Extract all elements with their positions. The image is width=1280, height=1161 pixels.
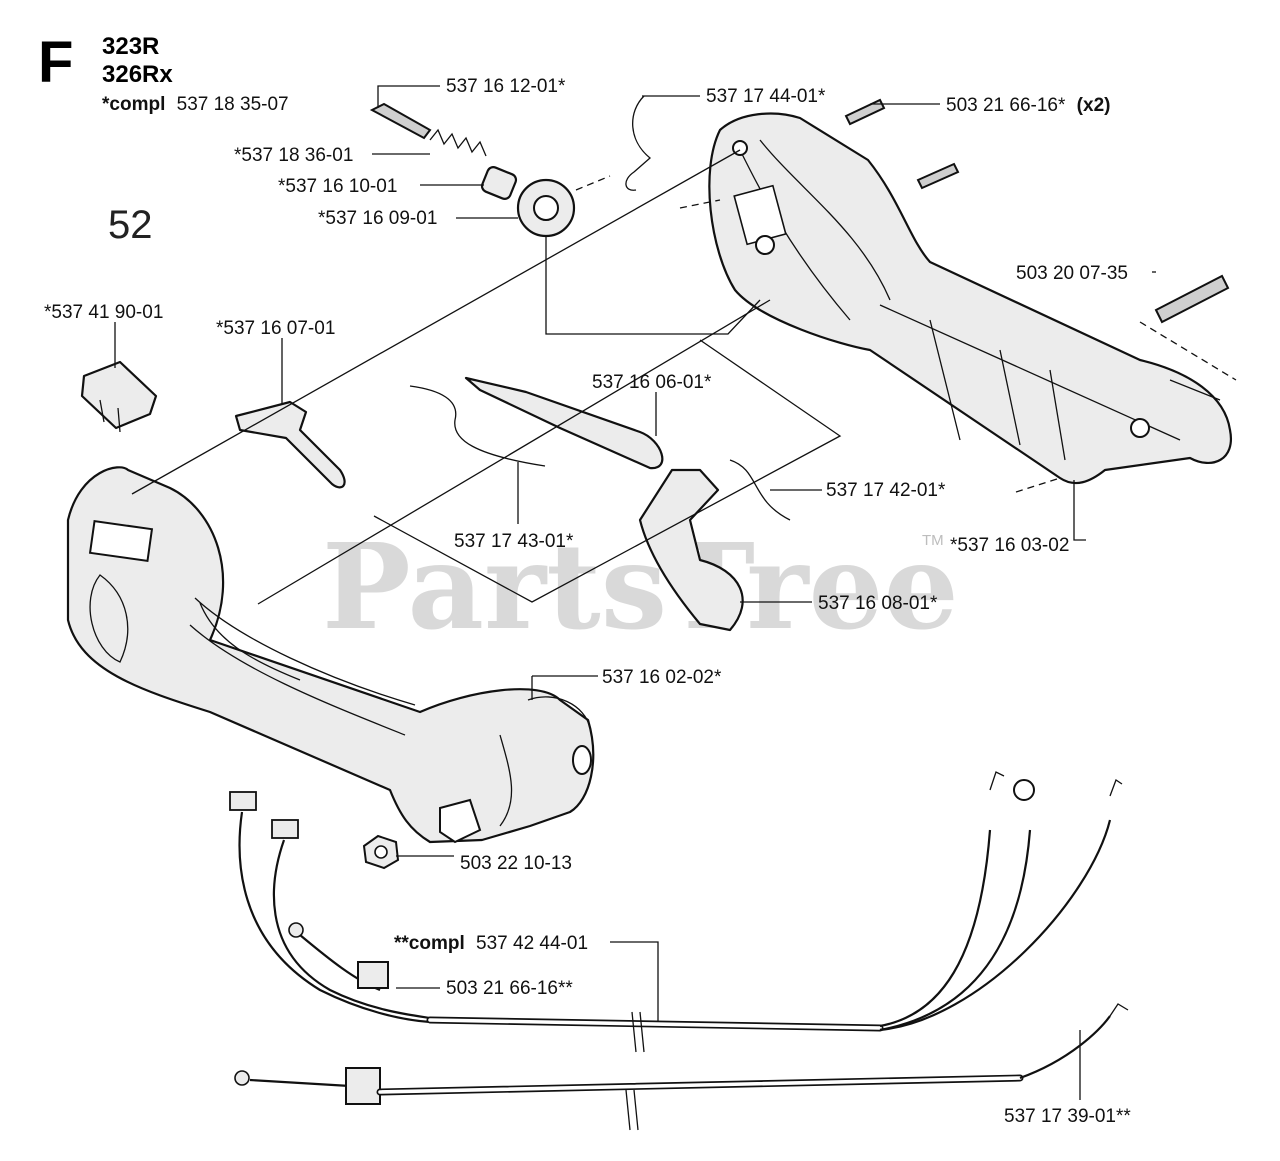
part-label-537160302: *537 16 03-02 [950, 535, 1069, 556]
part-label-537160701: *537 16 07-01 [216, 318, 335, 339]
watermark-text: PartsTree [322, 517, 959, 656]
part-label-503216616-number: 503 21 66-16* [946, 95, 1066, 116]
part-label-537424401-number: 537 42 44-01 [476, 933, 588, 954]
handle-cover-drawing [708, 112, 1233, 485]
cover-screws-drawing [844, 98, 1230, 324]
model-323r: 323R [102, 33, 159, 60]
spring-clip-drawing [625, 95, 652, 191]
part-label-503221013: 503 22 10-13 [460, 853, 572, 874]
throttle-stop-screw-drawing [369, 102, 432, 140]
part-label-537174401: 537 17 44-01* [706, 86, 826, 107]
part-label-537160601: 537 16 06-01* [592, 372, 712, 393]
part-label-503200735: 503 20 07-35 [1016, 263, 1128, 284]
part-label-537173901: 537 17 39-01** [1004, 1106, 1131, 1127]
part-label-537424401: **compl 537 42 44-01 [394, 933, 588, 954]
handle-housing-drawing [66, 466, 595, 844]
compl-kit-prefix: *compl [102, 94, 165, 115]
springs-wire-drawing [409, 385, 791, 521]
throttle-trigger-drawing [638, 468, 744, 632]
part-label-537183601: *537 18 36-01 [234, 145, 353, 166]
part-label-503216616-x2: 503 21 66-16* (x2) [946, 95, 1110, 116]
stop-switch-drawing [80, 360, 158, 433]
compl-kit-label: *compl 537 18 35-07 [102, 94, 289, 115]
model-326rx: 326Rx [102, 61, 173, 88]
adjusting-wheel-drawing [516, 178, 576, 238]
section-letter: F [38, 30, 73, 95]
part-label-503216616-qty: (x2) [1077, 95, 1111, 116]
part-label-537424401-prefix: **compl [394, 933, 465, 954]
leader-lines [114, 85, 1237, 1100]
sleeve-drawing [480, 166, 518, 200]
part-label-537160901: *537 16 09-01 [318, 208, 437, 229]
part-label-537161201: 537 16 12-01* [446, 76, 566, 97]
part-label-537160801: 537 16 08-01* [818, 593, 938, 614]
part-label-537161001: *537 16 10-01 [278, 176, 397, 197]
part-label-537160202: 537 16 02-02* [602, 667, 722, 688]
part-label-537174301: 537 17 43-01* [454, 531, 574, 552]
compl-kit-number: 537 18 35-07 [177, 94, 289, 115]
part-label-503216616b: 503 21 66-16** [446, 978, 573, 999]
trigger-lever-drawing [234, 400, 346, 489]
wiring-harness-drawing [229, 771, 1129, 1131]
lock-nut-drawing [362, 834, 400, 870]
part-label-537174201: 537 17 42-01* [826, 480, 946, 501]
spring-drawing [429, 128, 487, 157]
watermark-trademark: TM [922, 532, 944, 549]
part-label-537419001: *537 41 90-01 [44, 302, 163, 323]
page-number: 52 [108, 203, 153, 247]
